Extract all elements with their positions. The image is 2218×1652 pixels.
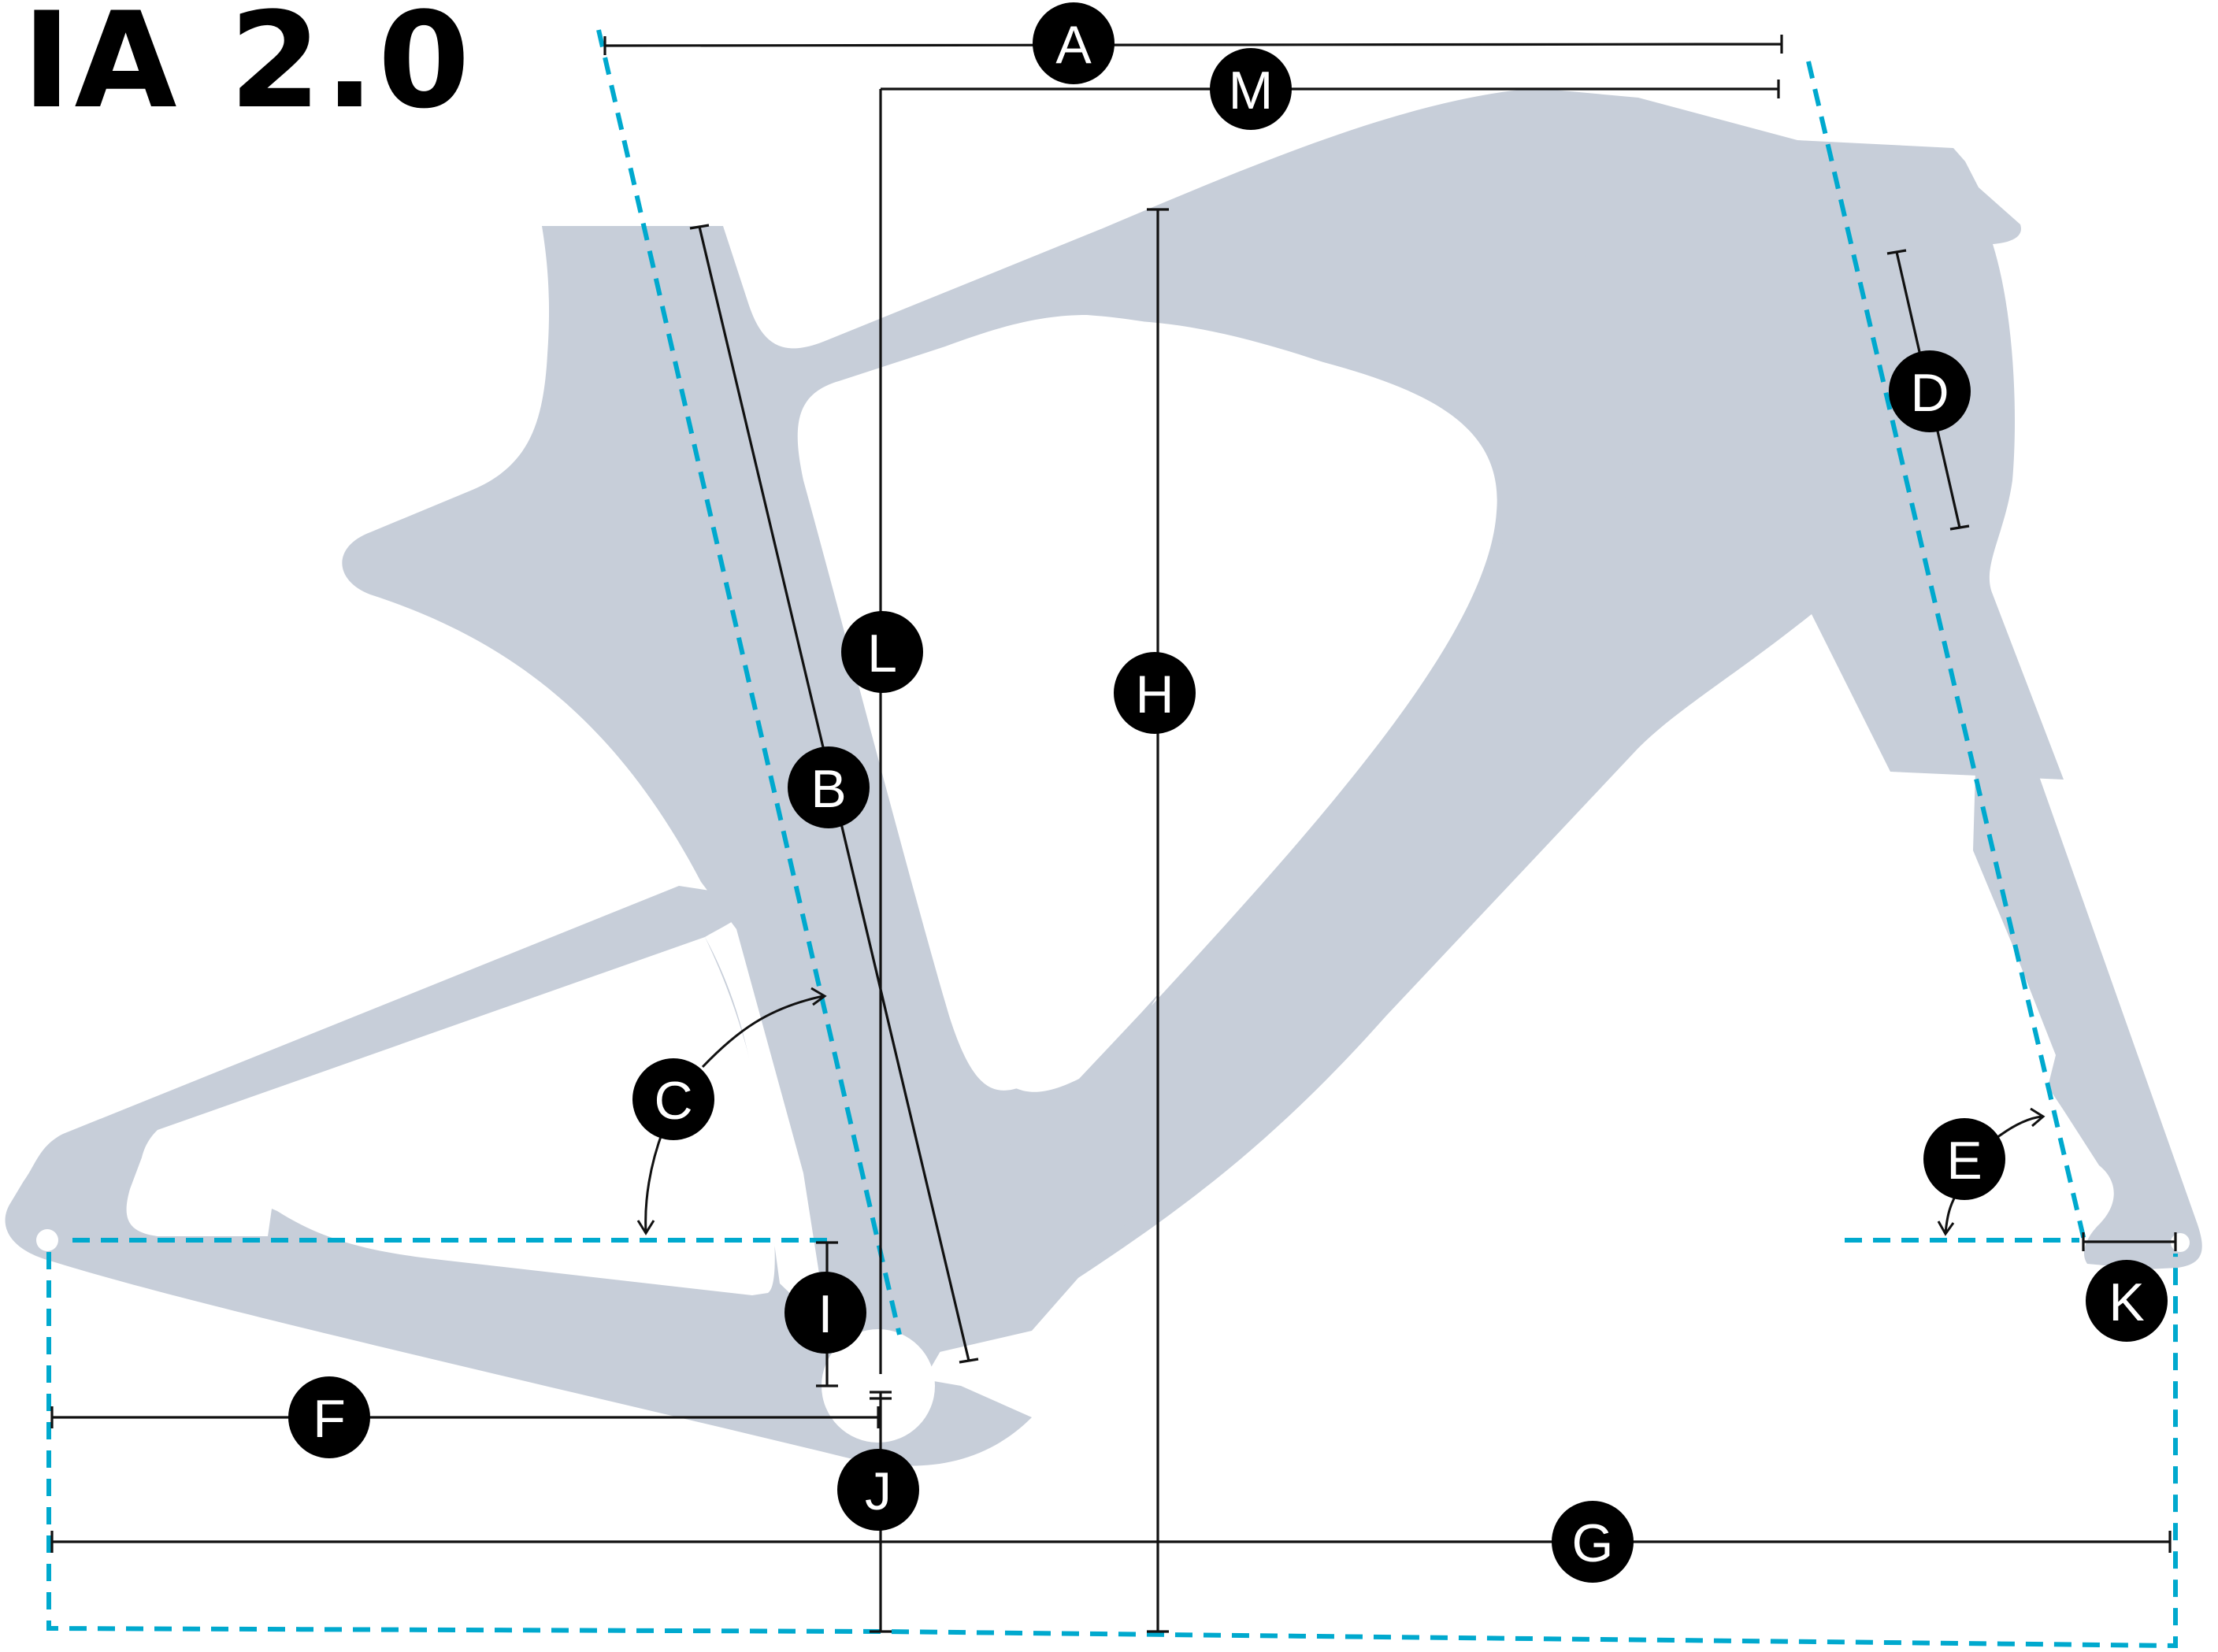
badge-d-label: D bbox=[1910, 363, 1949, 423]
badge-l: L bbox=[841, 611, 923, 693]
badge-l-label: L bbox=[867, 624, 897, 683]
badge-f: F bbox=[288, 1376, 370, 1458]
dimension-line-a bbox=[603, 35, 1783, 55]
rear-triangle-opening bbox=[126, 937, 775, 1295]
head-angle-reference-line bbox=[1806, 61, 2086, 1241]
seat-angle-arrow-lower bbox=[636, 1129, 665, 1235]
badge-b-label: B bbox=[810, 759, 846, 819]
dimension-line-k bbox=[2082, 1232, 2177, 1251]
seat-angle-arrow-upper bbox=[701, 987, 827, 1069]
reference-lines bbox=[46, 29, 2178, 1649]
model-title: IA 2.0 bbox=[22, 0, 473, 138]
dimension-line-h bbox=[1147, 208, 1169, 1633]
badge-d: D bbox=[1889, 350, 1971, 432]
badge-e-label: E bbox=[1946, 1131, 1982, 1191]
bike-frame-silhouette bbox=[5, 88, 2202, 1466]
badge-c: C bbox=[632, 1058, 714, 1140]
badge-i-label: I bbox=[818, 1284, 833, 1344]
badge-f-label: F bbox=[313, 1389, 346, 1449]
badge-h: H bbox=[1114, 652, 1196, 734]
badge-k-label: K bbox=[2109, 1272, 2144, 1332]
badge-a: A bbox=[1033, 2, 1115, 84]
dimension-line-m bbox=[879, 80, 1780, 1374]
bottom-bracket-shell bbox=[822, 1329, 935, 1443]
badge-k: K bbox=[2086, 1260, 2168, 1342]
badge-h-label: H bbox=[1135, 665, 1174, 724]
badge-e: E bbox=[1923, 1118, 2005, 1200]
badge-a-label: A bbox=[1055, 15, 1092, 75]
badge-m: M bbox=[1210, 48, 1292, 130]
badge-g: G bbox=[1552, 1501, 1634, 1583]
badge-j: J bbox=[837, 1449, 919, 1531]
dimension-line-f bbox=[50, 1406, 880, 1428]
badge-j-label: J bbox=[865, 1461, 892, 1521]
badge-i: I bbox=[784, 1272, 866, 1354]
fork bbox=[1973, 587, 2202, 1269]
seat-angle-reference-line bbox=[596, 29, 902, 1335]
badge-c-label: C bbox=[654, 1071, 692, 1131]
dimension-line-g bbox=[50, 1531, 2172, 1553]
head-angle-arrow-lower bbox=[1937, 1196, 1957, 1236]
head-angle-arrow-upper bbox=[1996, 1107, 2046, 1139]
rear-dropout-hole bbox=[36, 1229, 58, 1251]
badge-b: B bbox=[788, 746, 870, 828]
badge-m-label: M bbox=[1229, 61, 1274, 120]
down-tube bbox=[929, 205, 1654, 1354]
badge-g-label: G bbox=[1572, 1513, 1614, 1573]
